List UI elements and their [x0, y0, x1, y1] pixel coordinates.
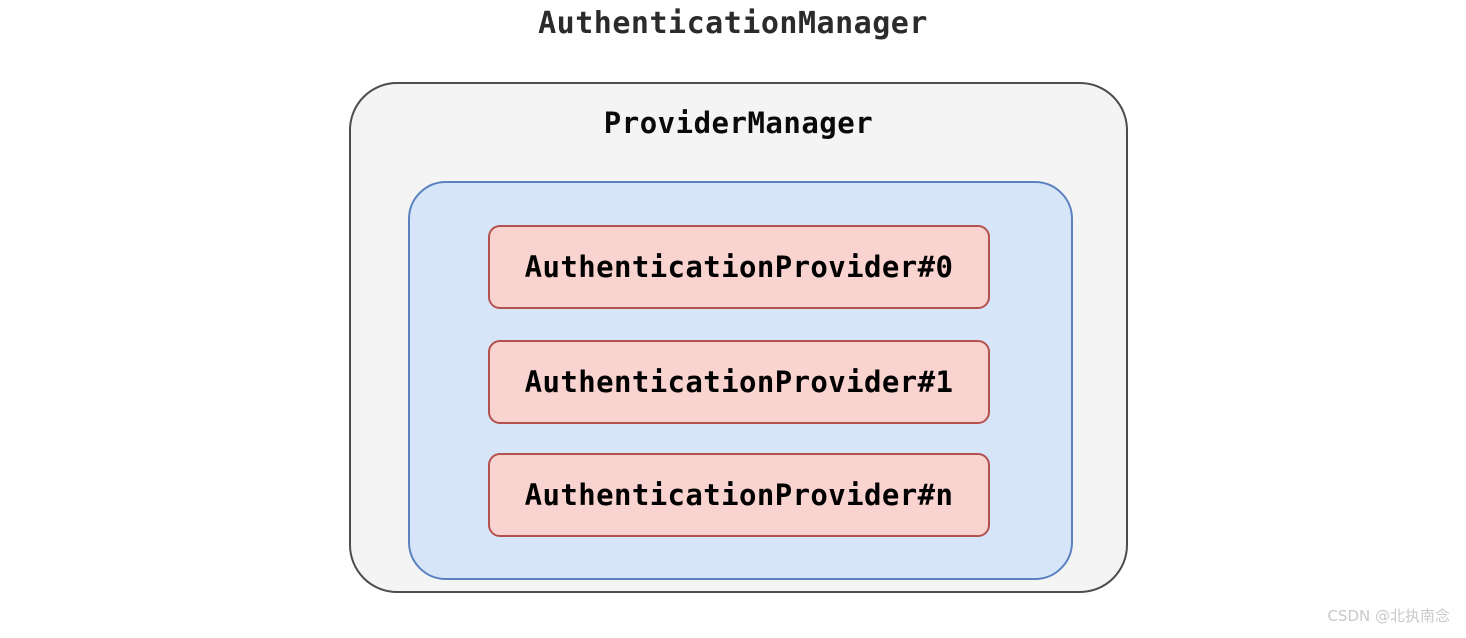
- diagram-title: AuthenticationManager: [538, 6, 928, 41]
- watermark: CSDN @北执南念: [1327, 607, 1450, 625]
- authentication-provider-box-n: AuthenticationProvider#n: [488, 453, 990, 537]
- provider-manager-container: ProviderManager AuthenticationProvider#0…: [349, 82, 1128, 593]
- authentication-provider-label-0: AuthenticationProvider#0: [524, 250, 954, 284]
- provider-manager-label: ProviderManager: [603, 106, 874, 140]
- authentication-providers-container: AuthenticationProvider#0 AuthenticationP…: [408, 181, 1073, 580]
- authentication-provider-label-1: AuthenticationProvider#1: [524, 365, 954, 399]
- authentication-provider-label-n: AuthenticationProvider#n: [524, 478, 954, 512]
- authentication-provider-box-1: AuthenticationProvider#1: [488, 340, 990, 424]
- authentication-provider-box-0: AuthenticationProvider#0: [488, 225, 990, 309]
